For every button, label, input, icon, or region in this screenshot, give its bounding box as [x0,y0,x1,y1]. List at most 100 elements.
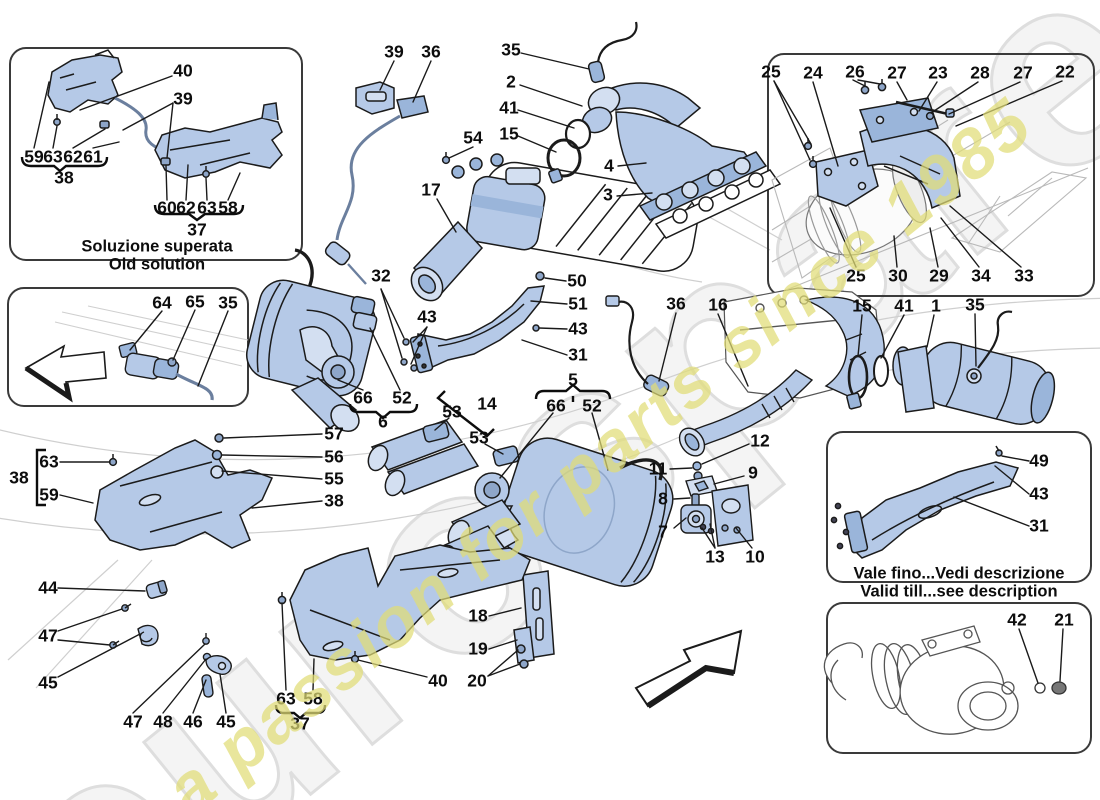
callout-53-39: 53 [469,427,489,448]
callout-24-75: 24 [803,62,823,83]
callout-23-78: 23 [928,62,948,83]
callout-28-79: 28 [970,62,990,83]
callout-43-30: 43 [417,306,437,327]
callout-7-65: 7 [658,521,668,542]
catalyst-note-drawing [823,625,1067,735]
clamp-53b [492,445,520,467]
plug-21 [1051,681,1067,695]
callout-51-27: 51 [568,293,588,314]
callout-35-14: 35 [218,292,238,313]
clamp-53a [422,421,450,443]
callout-2-18: 2 [506,71,516,92]
callout-5-31: 5 [568,369,578,390]
inset-valid-till-box [826,431,1092,583]
callout-38-6: 38 [54,167,74,188]
callout-41-71: 41 [894,295,914,316]
callout-36-68: 36 [666,293,686,314]
callout-45-53: 45 [216,711,236,732]
oring-42 [1034,682,1046,694]
callout-15-70: 15 [852,295,872,316]
inset-catalyst-note-box [826,602,1092,754]
callout-36-16: 36 [421,41,441,62]
caption-old-solution-it: Soluzione superata [81,237,233,256]
callout-31-89: 31 [1029,515,1049,536]
callout-62-4: 62 [63,146,83,167]
clamp-ring-15 [546,138,582,178]
callout-54-21: 54 [463,127,483,148]
callout-45-49: 45 [38,672,58,693]
direction-arrow-main [634,629,743,709]
lambda-sensor-35 [587,60,606,84]
callout-64-12: 64 [152,292,172,313]
old-solution-parts [47,49,283,179]
callout-22-81: 22 [1055,61,1075,82]
callout-39-15: 39 [384,41,404,62]
callout-63-3: 63 [43,146,63,167]
mounting-inset-parts [771,79,1089,291]
callout-12-61: 12 [750,430,770,451]
callout-16-69: 16 [708,294,728,315]
hanger-hardware [680,461,754,547]
exhaust-manifold [546,21,782,239]
callout-30-83: 30 [888,265,908,286]
callout-66-32: 66 [546,395,566,416]
callout-9-63: 9 [748,462,758,483]
leader-lines [33,52,1064,714]
callout-8-64: 8 [658,488,668,509]
callout-27-80: 27 [1013,62,1033,83]
callout-33-86: 33 [1014,265,1034,286]
callout-60-7: 60 [157,197,177,218]
gasket-ring-41b [873,355,889,387]
callout-35-73: 35 [965,294,985,315]
callout-6-36: 6 [378,411,388,432]
callout-58-55: 58 [303,688,323,709]
callout-44-47: 44 [38,577,58,598]
small-fixings [109,579,232,698]
group-brackets [20,156,612,720]
callout-42-90: 42 [1007,609,1027,630]
callout-17-24: 17 [421,179,441,200]
callout-63-9: 63 [197,197,217,218]
callout-55-42: 55 [324,468,344,489]
engine-and-downpipe-16 [605,287,885,457]
clip-50 [535,271,545,281]
tailpipe-assembly [367,419,520,497]
caption-valid-till-it: Vale fino...Vedi descrizione [853,564,1065,583]
callout-21-91: 21 [1054,609,1074,630]
valid-till-shield [830,445,1020,559]
callout-4-22: 4 [604,155,614,176]
callout-52-33: 52 [582,395,602,416]
callout-66-34: 66 [353,387,373,408]
callout-43-28: 43 [568,318,588,339]
callout-40-57: 40 [428,670,448,691]
callout-35-17: 35 [501,39,521,60]
callout-27-77: 27 [887,62,907,83]
callout-18-58: 18 [468,605,488,626]
callout-47-48: 47 [38,625,58,646]
callout-10-67: 10 [745,546,765,567]
callout-56-41: 56 [324,446,344,467]
callout-29-84: 29 [929,265,949,286]
callout-52-35: 52 [392,387,412,408]
callout-47-50: 47 [123,711,143,732]
caption-old-solution-en: Old solution [108,255,206,274]
heat-shield-37 [277,544,531,664]
callout-49-87: 49 [1029,450,1049,471]
callout-15-20: 15 [499,123,519,144]
callout-50-26: 50 [567,270,587,291]
callout-65-13: 65 [185,291,205,312]
callout-31-29: 31 [568,344,588,365]
callout-1-72: 1 [931,295,941,316]
left-silencer [245,248,420,432]
left-direction-arrow [24,344,107,403]
caption-valid-till-en: Valid till...see description [860,582,1058,601]
callout-14-38: 14 [477,393,497,414]
callout-61-5: 61 [83,146,103,167]
callout-11-62: 11 [648,458,668,479]
callout-46-52: 46 [183,711,203,732]
catalyst-assembly-1 [846,310,1056,425]
callout-59-2: 59 [24,146,44,167]
